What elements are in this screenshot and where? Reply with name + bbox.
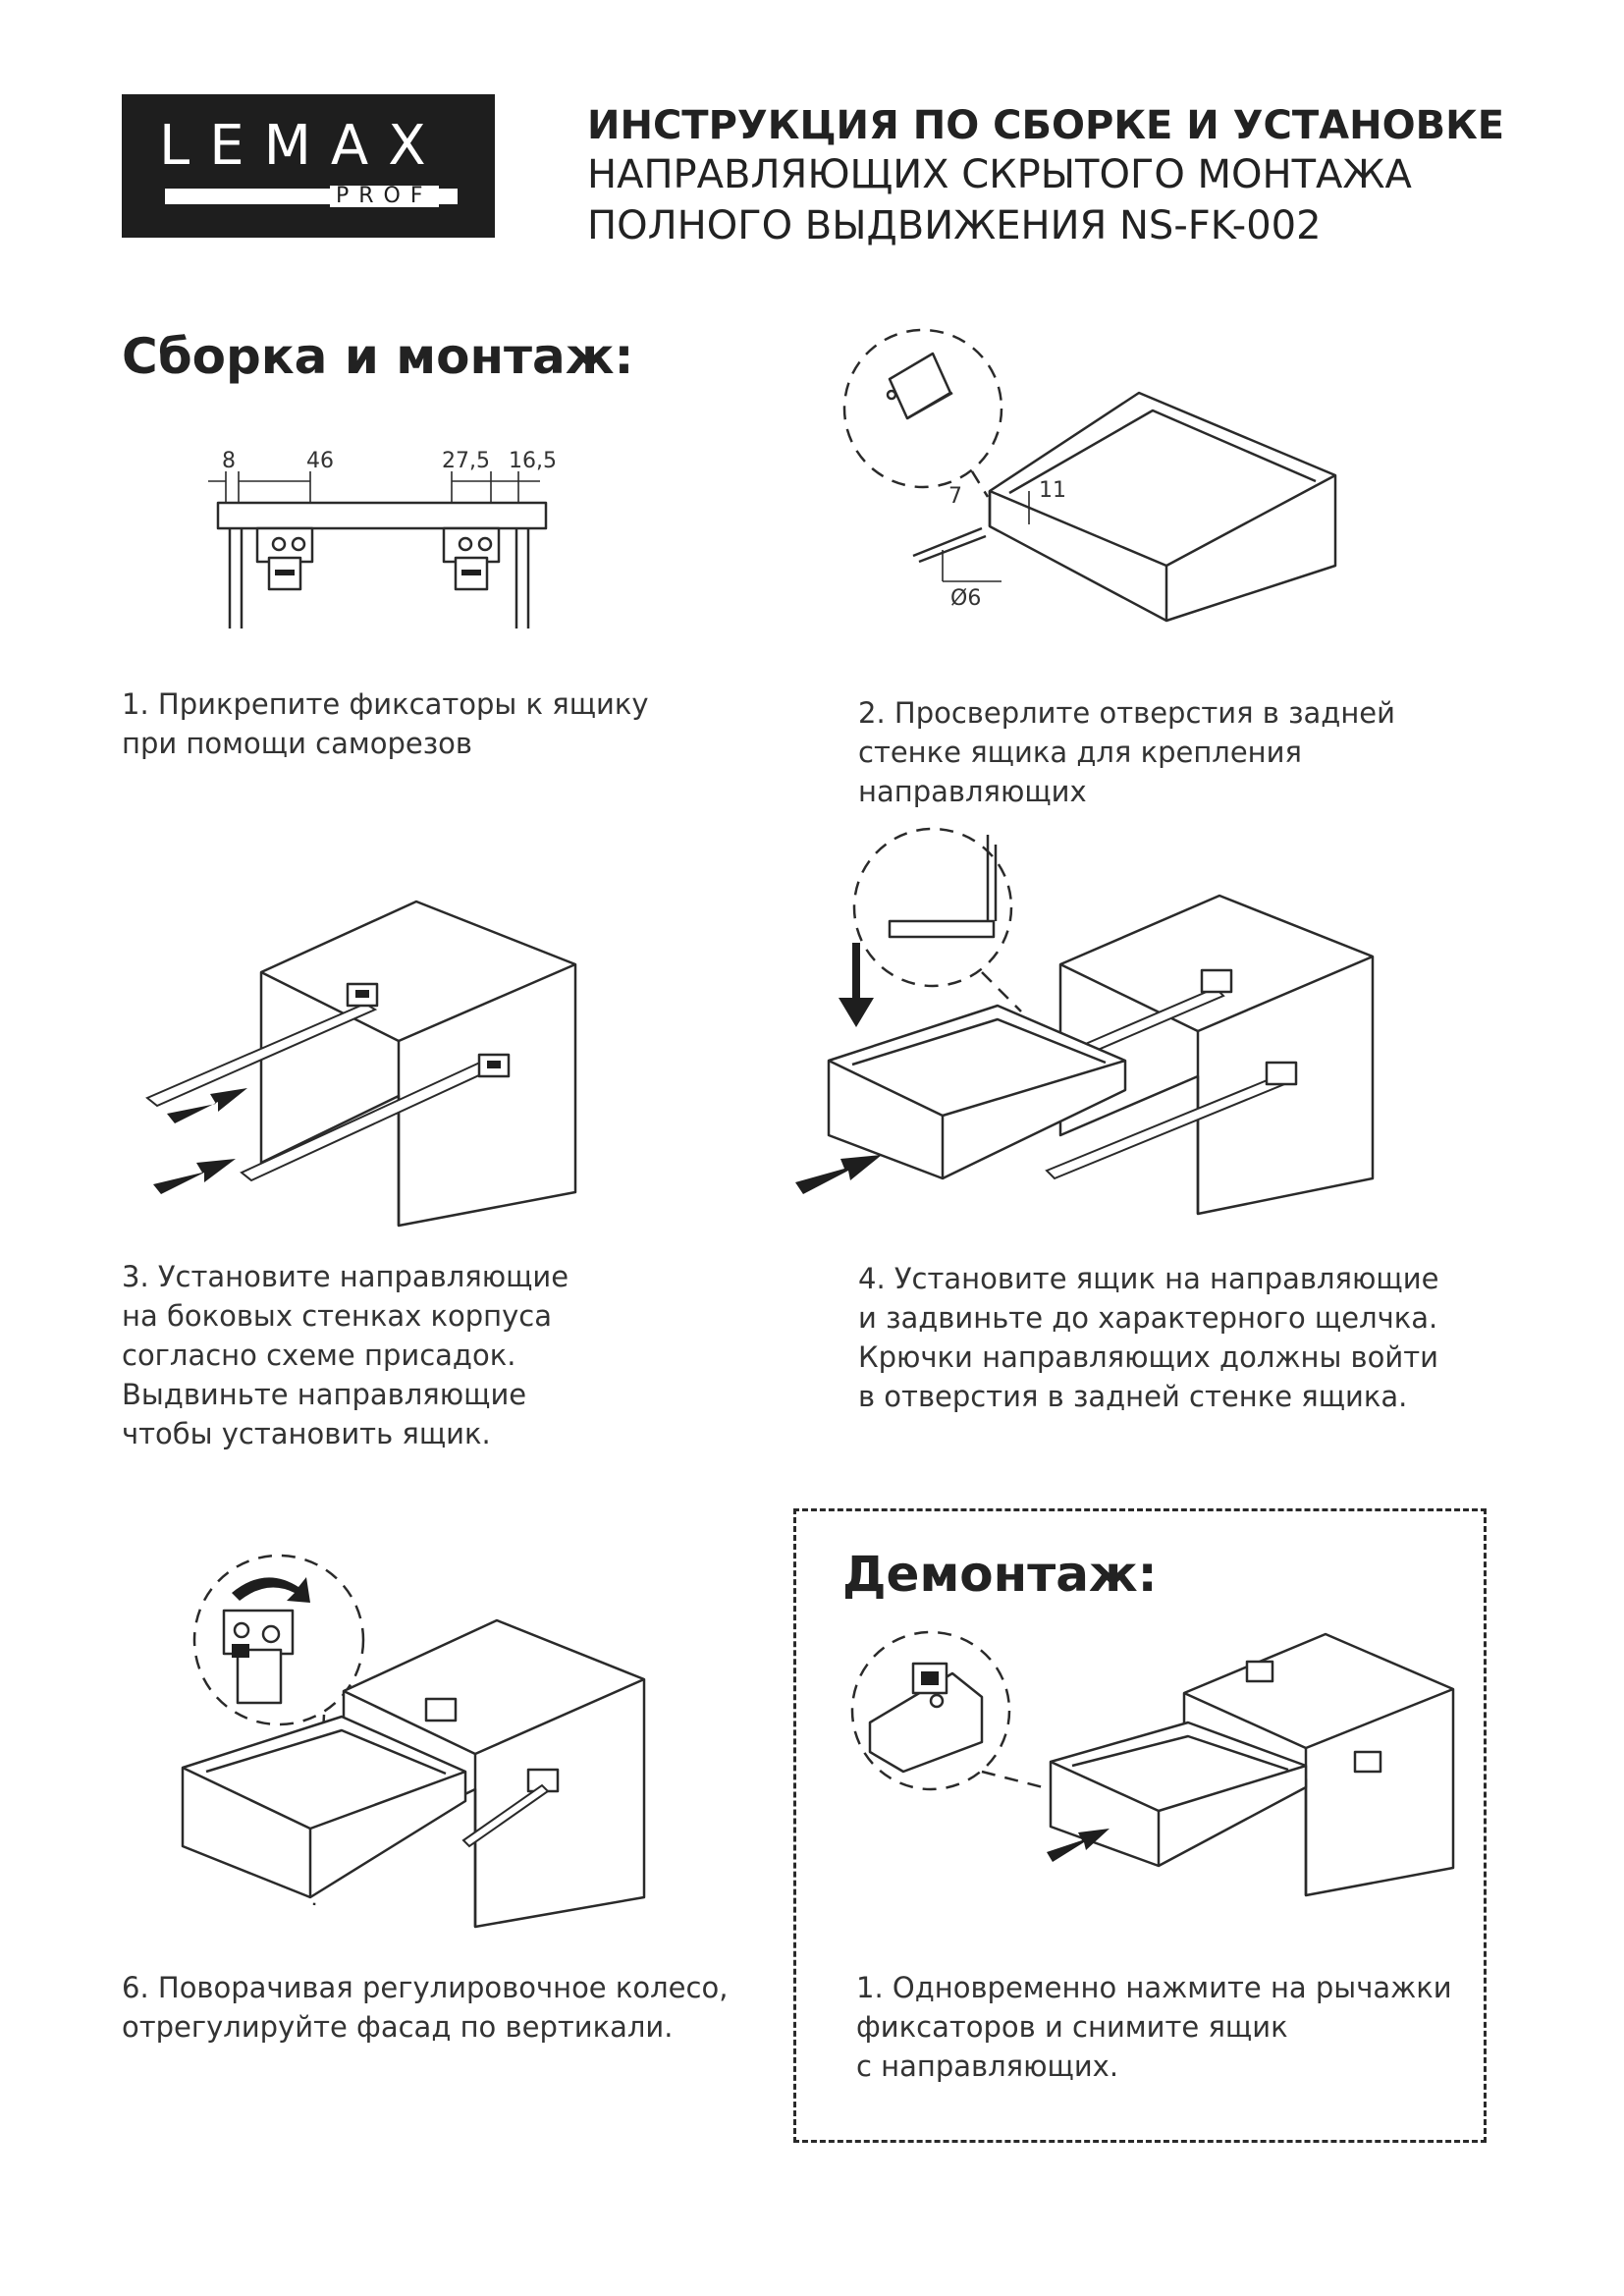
title-line-3: ПОЛНОГО ВЫДВИЖЕНИЯ NS-FK-002 [587,203,1322,248]
figure-dismantling [850,1630,1455,1897]
figure-step6-adjustment [181,1554,646,1929]
step-1-text: 1. Прикрепите фиксаторы к ящику при помо… [122,687,649,760]
figure-step1-section: 8 46 27,5 16,5 [208,449,557,629]
title-line-2: НАПРАВЛЯЮЩИХ СКРЫТОГО МОНТАЖА [587,152,1412,197]
title-line-1: ИНСТРУКЦИЯ ПО СБОРКЕ И УСТАНОВКЕ [587,103,1505,148]
figure-step3-cabinet-rails [145,900,577,1228]
dim-11: 11 [1039,478,1066,503]
dismantling-step-text: 1. Одновременно нажмите на рычажки фикса… [856,1971,1452,2083]
fixator-right [442,526,501,591]
arrow-icon [1047,1829,1110,1862]
rail-upper [145,982,379,1108]
dismantling-frame [793,1508,1487,2143]
dim-46: 46 [306,449,334,473]
dismantling-heading: Демонтаж: [842,1546,1158,1603]
figure-step4-install-drawer [795,827,1375,1216]
arrow-icon [795,1155,882,1194]
figure-step2-drawer-drilling: 7 11 Ø6 [842,328,1337,623]
arrow-icon [839,943,874,1027]
rotate-arrow-icon [232,1577,310,1603]
dim-27-5: 27,5 [442,449,490,473]
arrow-icon [153,1159,236,1194]
dim-7: 7 [948,484,962,509]
arrow-icon [167,1088,247,1123]
step-2-text: 2. Просверлите отверстия в задней стенке… [858,696,1395,808]
dim-diameter-6: Ø6 [950,586,981,611]
logo-brand: LEMAX [159,114,446,178]
step-6-text: 6. Поворачивая регулировочное колесо, от… [122,1971,729,2044]
dim-16-5: 16,5 [509,449,557,473]
fixator-left [255,526,314,591]
fixator-detail [222,1609,295,1705]
rail-lower [240,1053,511,1182]
step-3-text: 3. Установите направляющие на боковых ст… [122,1260,569,1450]
logo-sub: PROF [330,186,439,207]
assembly-heading: Сборка и монтаж: [122,328,634,385]
brand-logo: LEMAX PROF [122,94,495,238]
step-4-text: 4. Установите ящик на направляющие и зад… [858,1262,1439,1413]
dim-8: 8 [222,449,236,473]
